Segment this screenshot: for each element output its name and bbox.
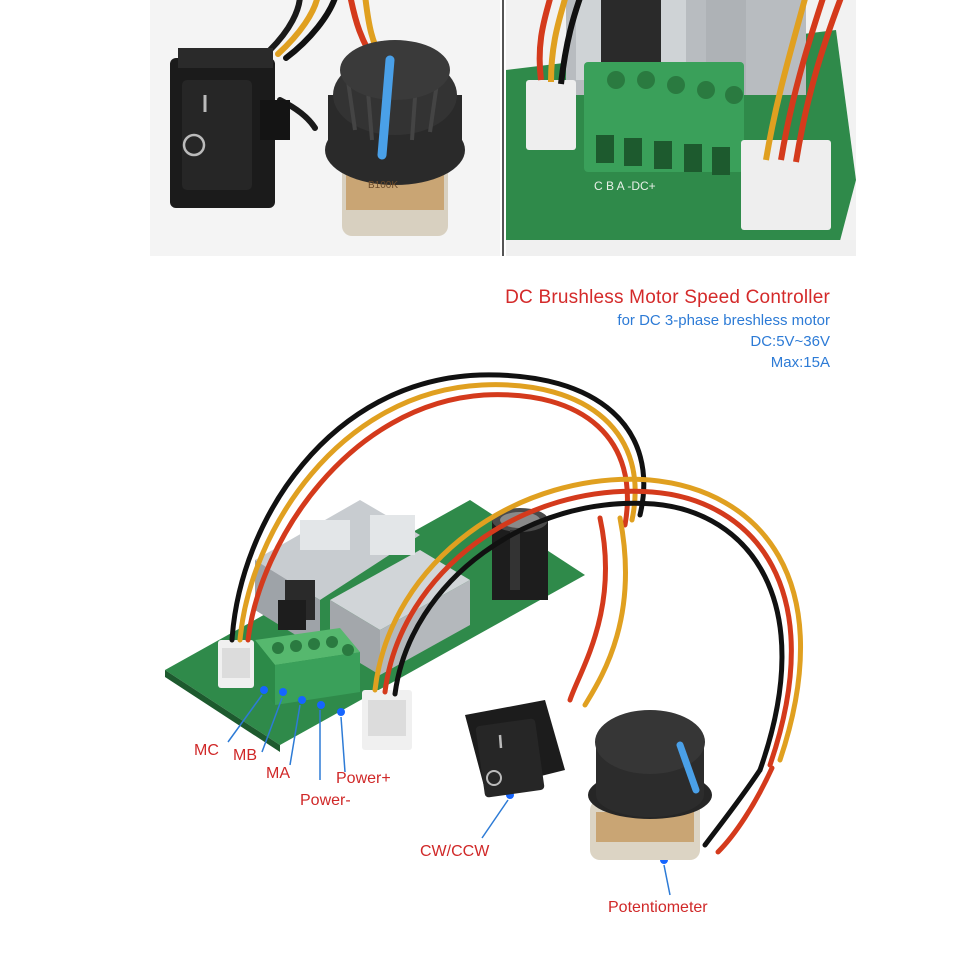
main-off-mark-icon [486, 770, 502, 786]
main-rocker-switch [465, 700, 565, 798]
voltage-spec: DC:5V~36V [750, 333, 830, 350]
marker-power-plus [337, 708, 345, 716]
label-potentiometer: Potentiometer [608, 899, 708, 916]
marker-ma [298, 696, 306, 704]
right-wire-connector [362, 690, 412, 750]
off-mark-icon [182, 133, 206, 157]
mosfet [601, 0, 661, 70]
product-title-block: DC Brushless Motor Speed Controller for … [505, 286, 830, 373]
terminal-silkscreen: C B A -DC+ [594, 179, 656, 193]
main-heatsinks [255, 500, 470, 675]
label-mb: MB [233, 747, 257, 764]
pot-marking: B100K [368, 180, 398, 191]
main-terminal-block [255, 628, 360, 705]
terminal-block: C B A -DC+ [584, 62, 744, 193]
label-power-plus: Power+ [336, 770, 391, 787]
photo-divider [502, 0, 504, 256]
label-cw-ccw: CW/CCW [420, 843, 490, 860]
current-spec: Max:15A [770, 354, 830, 371]
marker-mb [279, 688, 287, 696]
label-mc: MC [194, 742, 219, 759]
rocker-switch [170, 48, 290, 208]
marker-power-minus [317, 701, 325, 709]
main-knob-indicator-icon [676, 741, 700, 794]
capacitor [492, 508, 548, 600]
photo-pcb-closeup: C B A -DC+ [506, 0, 856, 256]
potentiometer-knob: B100K [325, 40, 465, 236]
label-power-minus: Power- [300, 792, 351, 809]
main-on-mark-icon [498, 734, 503, 749]
knob-indicator-icon [377, 55, 395, 160]
main-wires [229, 372, 804, 855]
product-subtitle: for DC 3-phase breshless motor [617, 312, 830, 329]
left-wire-connector [218, 640, 254, 688]
pcb-wires [536, 0, 844, 163]
label-ma: MA [266, 765, 290, 782]
right-connector [741, 140, 831, 230]
photo-switch-and-knob: B100K [150, 0, 500, 256]
label-pointers [227, 694, 671, 896]
marker-mc [260, 686, 268, 694]
left-connector [526, 80, 576, 150]
main-potentiometer [588, 710, 712, 860]
product-title: DC Brushless Motor Speed Controller [505, 287, 830, 308]
